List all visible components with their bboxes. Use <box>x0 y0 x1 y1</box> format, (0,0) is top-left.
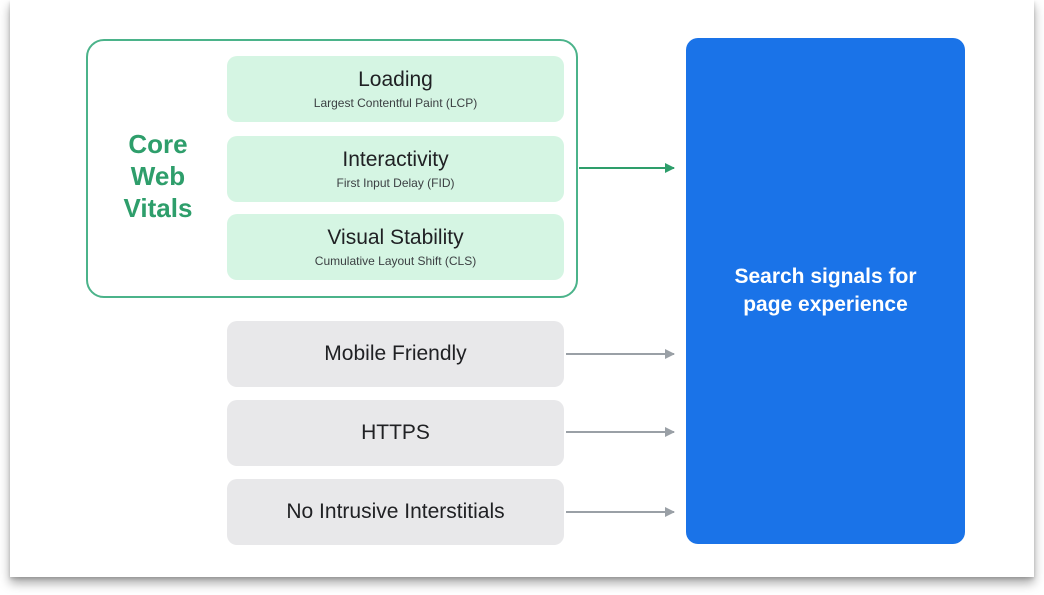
signal-https: HTTPS <box>227 400 564 466</box>
signal-title: Mobile Friendly <box>324 342 467 365</box>
metric-interactivity: Interactivity First Input Delay (FID) <box>227 136 564 202</box>
metric-subtitle: Largest Contentful Paint (LCP) <box>313 96 478 110</box>
signal-no-intrusive-interstitials: No Intrusive Interstitials <box>227 479 564 545</box>
metric-subtitle: First Input Delay (FID) <box>336 176 455 190</box>
signal-mobile-friendly: Mobile Friendly <box>227 321 564 387</box>
metric-title: Interactivity <box>342 148 449 171</box>
metric-title: Visual Stability <box>327 226 464 249</box>
metric-visual-stability: Visual Stability Cumulative Layout Shift… <box>227 214 564 280</box>
core-web-vitals-group <box>86 39 578 298</box>
core-web-vitals-title: Core Web Vitals <box>123 129 193 223</box>
metric-subtitle: Cumulative Layout Shift (CLS) <box>314 254 477 268</box>
search-signals-box: Search signals for page experience <box>686 38 965 544</box>
signal-title: HTTPS <box>361 421 430 444</box>
signal-title: No Intrusive Interstitials <box>286 500 505 523</box>
search-signals-label: Search signals for page experience <box>734 265 917 316</box>
metric-loading: Loading Largest Contentful Paint (LCP) <box>227 56 564 122</box>
metric-title: Loading <box>358 68 433 91</box>
